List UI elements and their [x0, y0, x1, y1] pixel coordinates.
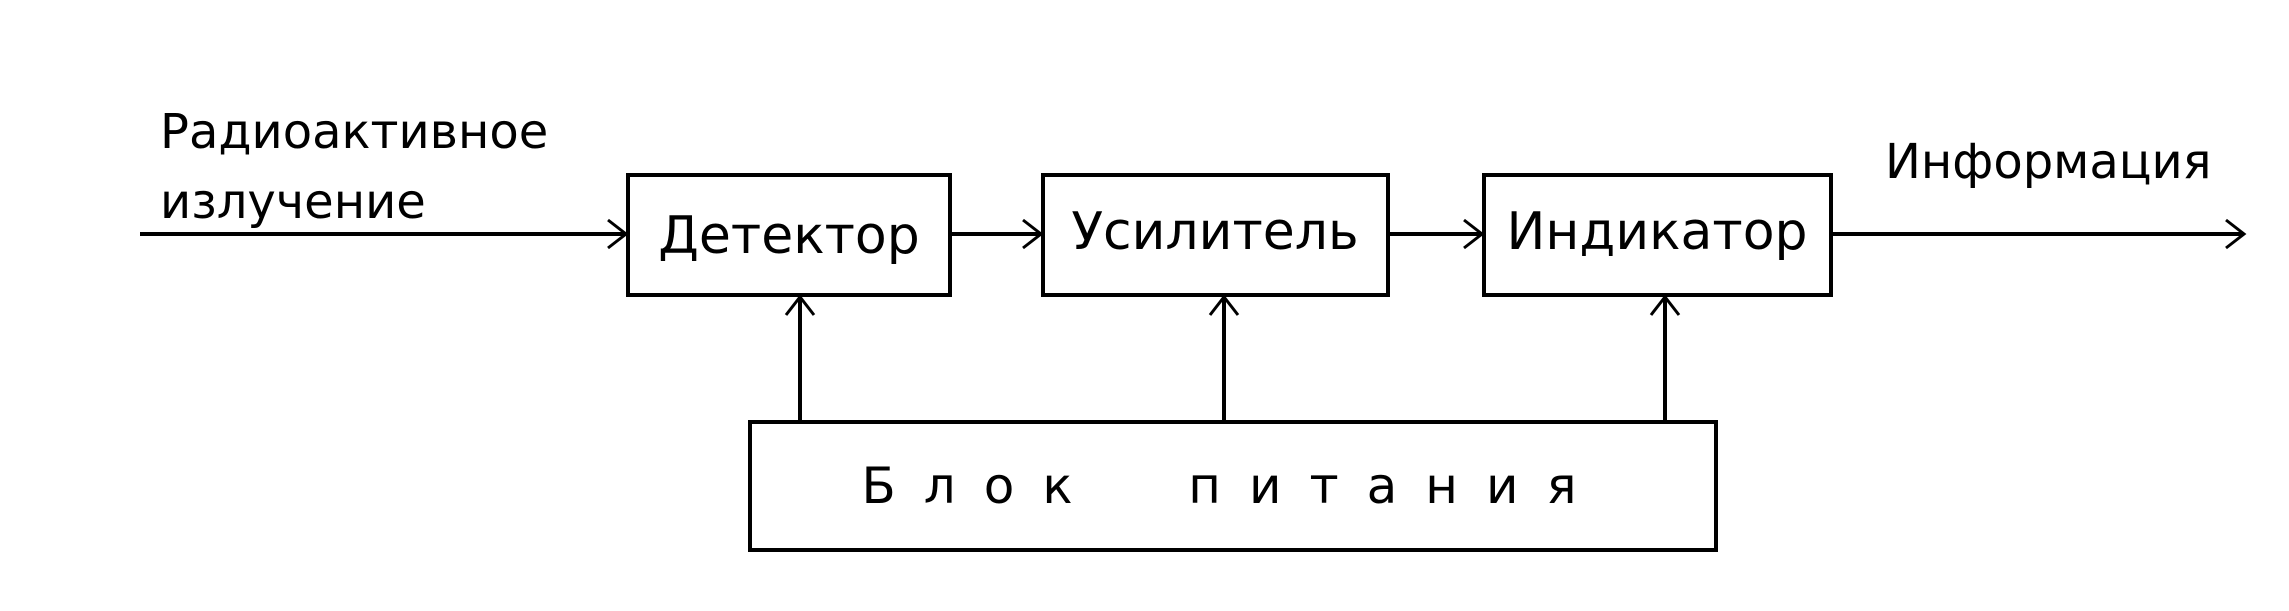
input-label-line-2: излучение — [160, 174, 426, 230]
power-to-indicator-arrow — [1649, 294, 1681, 422]
power-supply-label: Блок питания — [861, 457, 1605, 515]
detector-to-amplifier-arrow — [950, 218, 1044, 250]
indicator-label: Индикатор — [1506, 202, 1808, 262]
detector-label: Детектор — [658, 206, 920, 266]
input-arrow — [140, 218, 629, 250]
power-to-amplifier-arrow — [1208, 294, 1240, 422]
amplifier-to-indicator-arrow — [1388, 218, 1485, 250]
power-to-detector-arrow — [784, 294, 816, 422]
output-arrow — [1831, 218, 2247, 250]
amplifier-label: Усилитель — [1071, 202, 1359, 262]
output-label: Информация — [1885, 134, 2212, 190]
amplifier-block — [1041, 173, 1390, 297]
detector-block — [626, 173, 952, 297]
indicator-block — [1482, 173, 1833, 297]
input-label-line-1: Радиоактивное — [160, 104, 549, 160]
power-supply-block — [748, 420, 1718, 552]
